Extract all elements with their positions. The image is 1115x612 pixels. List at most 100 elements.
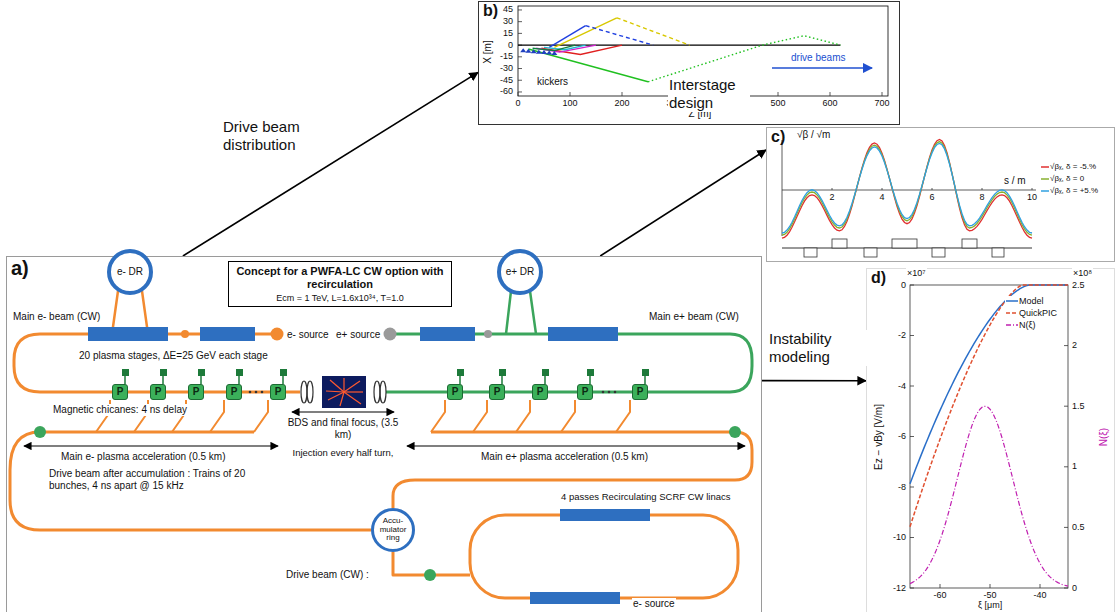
tick-label: -60 [933,590,948,601]
legend-sample [1041,163,1049,171]
line-art [344,392,361,404]
tick-label: 2 [829,192,836,203]
stage-feed [124,376,126,384]
legend-line [1041,166,1049,168]
line-art [932,248,945,257]
annotation: s / m [1003,175,1027,187]
line-art [343,378,344,392]
beta-curve [782,143,1032,233]
panel-letter: b) [483,2,498,20]
source-dot [270,327,284,341]
stage-feed [236,369,243,376]
legend-sample [1006,321,1018,329]
line-art [326,391,344,392]
annotation: BDS and final focus, (3.5 km) [286,417,400,441]
tick-label: -8 [897,482,907,493]
kicker-symbol [525,49,531,53]
tick-label: 200 [614,98,631,109]
annotation: e- source [632,598,676,610]
tick [518,92,519,96]
annotation: Drive beam after accumulation : Trains o… [48,468,265,492]
kicker-symbol [520,48,526,52]
tick [882,92,883,96]
stage-feed [544,376,546,384]
tick-label: 700 [874,98,891,109]
beta-curve [782,139,1032,238]
line-art [782,190,1036,191]
tick [830,92,831,96]
line-art [962,239,977,248]
plasma-stage: P [577,384,593,400]
source-label: e+ source [336,329,380,340]
line-art [530,592,620,604]
chicane [473,400,487,432]
line-art [608,391,611,394]
stage-feed [644,376,646,384]
legend-entry: Model [1005,296,1045,307]
stage-letter: P [637,387,644,397]
beta-curve [782,142,1032,236]
tick [832,188,833,190]
line-art [992,248,1004,257]
concept-parameters: Ecm = 1 TeV, L=1.6x10³⁴, T=1.0 [234,293,446,303]
line-art [380,381,386,403]
ring-circle [373,510,414,551]
line-art [864,248,877,257]
line-art [804,239,1004,257]
kicker-symbol [541,50,547,54]
tick-label: -15 [499,51,514,62]
legend-entry: √βₓ, δ = +5.% [1040,186,1099,196]
stage-letter: P [231,387,238,397]
line-art [602,391,605,394]
stage-feed [501,376,503,384]
tick [982,188,983,190]
legend-sample [1041,187,1049,195]
tick-label: -6 [897,431,907,442]
annotation: ξ [μm] [977,600,1003,611]
annotation: drive beams [790,52,846,64]
tick-label: -40 [1033,590,1048,601]
legend-line [1006,325,1018,327]
tick [622,92,623,96]
line-art [729,426,741,438]
tick-label: 4 [879,192,886,203]
chicane [431,400,445,432]
beam-trajectory [518,44,840,45]
annotation: √β / √m [796,129,831,141]
tick-label: -2 [897,330,907,341]
line-art [470,515,738,598]
line-art [24,445,278,446]
legend-text: √βₓ, δ = 0 [1050,174,1084,184]
line-art [34,426,46,438]
annotation: 20 plasma stages, ΔE=25 GeV each stage [78,350,269,362]
line-art [393,432,752,508]
line-art [518,10,1068,588]
legend-sample [1041,175,1049,183]
callout-label: Instability modeling [768,330,870,366]
legend-text: Model [1019,296,1044,307]
tick-label: 0 [515,98,522,109]
kicker-symbol [546,51,552,55]
line-art [386,334,752,392]
line-art [344,391,363,392]
stage-feed [162,376,164,384]
tick-label: -10 [892,532,907,543]
line-art [88,327,168,341]
tick [910,285,914,286]
annotation: kickers [536,76,569,88]
line-art [772,67,872,69]
ring-label: Accu- mulator ring [375,517,411,543]
line-art [484,330,492,338]
callout-arrow [600,150,766,256]
concept-box: Concept for a PWFA-LC CW option with rec… [228,261,452,307]
tick-label: 6 [929,192,936,203]
tick [518,91,522,92]
tick [518,33,522,34]
line-art [407,445,745,446]
stage-feed [238,376,240,384]
annotation: Main e- beam (CW) [12,311,101,323]
tick-label: 45 [502,4,514,15]
source-marker: e+ source [336,327,397,341]
callout-label: Drive beam distribution [222,118,324,154]
tick [1064,466,1068,467]
